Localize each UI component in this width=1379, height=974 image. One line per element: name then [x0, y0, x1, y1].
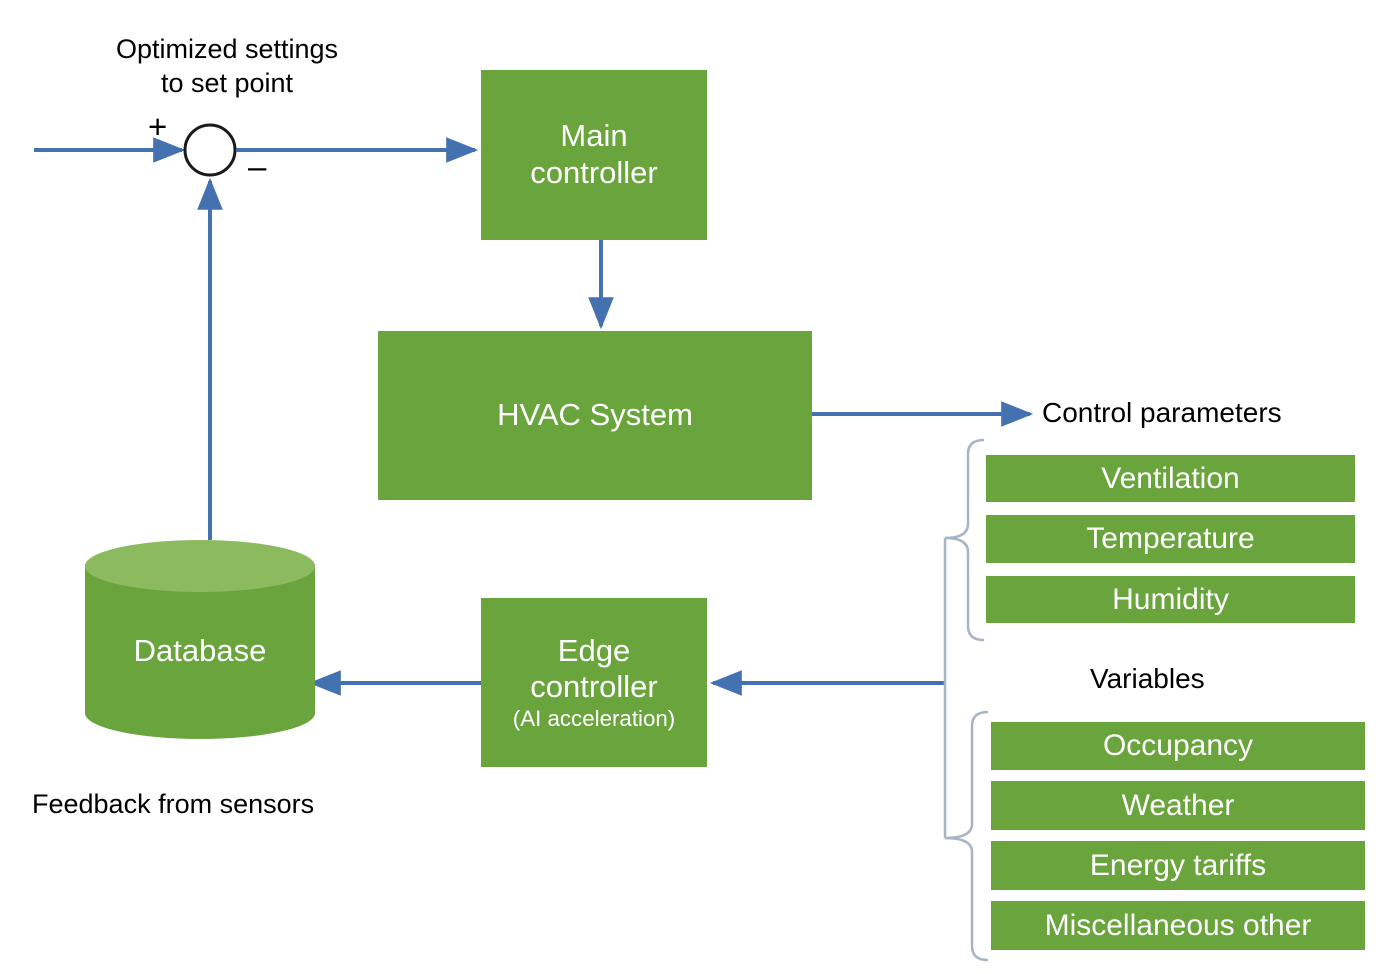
node-edge-controller[interactable]: Edge controller (AI acceleration) [481, 598, 707, 767]
node-hvac-system[interactable]: HVAC System [378, 331, 812, 500]
control-parameter-bar-ventilation[interactable]: Ventilation [986, 455, 1355, 502]
variable-label: Energy tariffs [1089, 848, 1267, 882]
summing-junction-icon [183, 123, 237, 177]
control-parameter-label: Humidity [1112, 582, 1229, 616]
database-cylinder-body [85, 564, 315, 739]
edge-controller-note: (AI acceleration) [512, 705, 676, 731]
control-parameter-bar-humidity[interactable]: Humidity [986, 576, 1355, 623]
control-parameter-label: Temperature [1086, 522, 1255, 555]
minus-sign-label: – [248, 148, 267, 185]
node-database-cylinder[interactable]: Database [85, 540, 315, 762]
edge-controller-title: Edge [557, 632, 631, 668]
variable-bar-miscellaneous-other[interactable]: Miscellaneous other [991, 901, 1365, 950]
control-parameters-heading: Control parameters [1042, 397, 1282, 428]
main-controller-subtitle: controller [530, 155, 658, 190]
node-main-controller[interactable]: Main controller [481, 70, 707, 240]
variables-heading: Variables [1090, 663, 1205, 694]
brace-variables [944, 710, 989, 962]
optimized-settings-label: Optimized settings to set point [115, 34, 339, 98]
hvac-system-title: HVAC System [497, 397, 693, 433]
edge-controller-subtitle: controller [530, 669, 658, 705]
database-cylinder-top [85, 540, 315, 592]
control-parameter-bar-temperature[interactable]: Temperature [986, 515, 1355, 563]
brace-control-parameters [944, 438, 985, 642]
variable-bar-energy-tariffs[interactable]: Energy tariffs [991, 841, 1365, 890]
variable-bar-occupancy[interactable]: Occupancy [991, 722, 1365, 770]
main-controller-title: Main [560, 118, 628, 154]
plus-sign-label: + [148, 108, 168, 145]
database-label: Database [133, 633, 267, 668]
variable-label: Miscellaneous other [1044, 908, 1312, 942]
control-parameter-label: Ventilation [1101, 461, 1240, 495]
feedback-from-sensors-label: Feedback from sensors [32, 789, 315, 819]
variable-label: Weather [1121, 788, 1235, 822]
variable-bar-weather[interactable]: Weather [991, 781, 1365, 830]
variable-label: Occupancy [1102, 729, 1254, 762]
